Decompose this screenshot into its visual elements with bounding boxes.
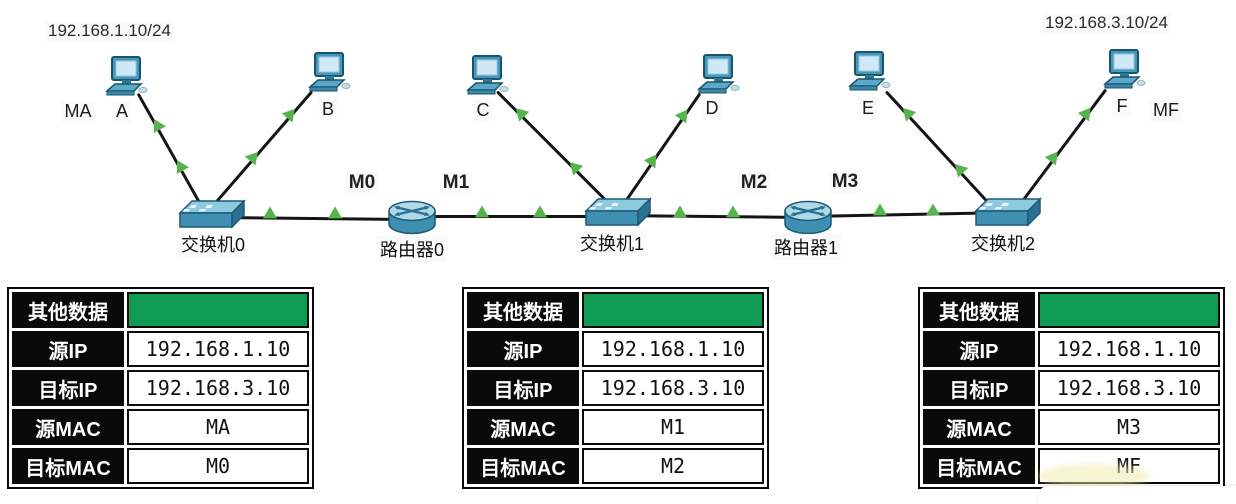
switch2-icon[interactable] bbox=[974, 196, 1042, 230]
pc-label-f: F bbox=[1113, 96, 1131, 117]
row-value: M2 bbox=[582, 448, 764, 484]
device-label-switch1: 交换机1 bbox=[576, 230, 648, 256]
pc-f-icon[interactable] bbox=[1101, 49, 1147, 91]
interface-label-m2: M2 bbox=[737, 172, 771, 194]
interface-label-m3: M3 bbox=[828, 171, 862, 193]
row-value: 192.168.1.10 bbox=[1038, 331, 1220, 367]
row-label: 目标IP bbox=[923, 370, 1035, 406]
pc-e-icon[interactable] bbox=[846, 51, 892, 93]
pc-label-d: D bbox=[702, 98, 722, 119]
network-link bbox=[136, 92, 207, 214]
row-value: 192.168.3.10 bbox=[127, 370, 309, 406]
highlight-blob bbox=[1038, 464, 1150, 488]
row-value: M3 bbox=[1038, 409, 1220, 445]
row-value: 192.168.1.10 bbox=[582, 331, 764, 367]
other-data-cell bbox=[1038, 292, 1220, 328]
link-arrow-icon bbox=[475, 205, 489, 218]
network-link bbox=[1018, 88, 1108, 206]
pc-a-icon[interactable] bbox=[103, 56, 149, 98]
mac-label-mf: MF bbox=[1150, 100, 1182, 121]
network-link bbox=[206, 90, 314, 214]
row-label: 其他数据 bbox=[12, 292, 124, 328]
link-arrow-icon bbox=[726, 205, 740, 218]
row-value: M0 bbox=[127, 448, 309, 484]
other-data-cell bbox=[582, 292, 764, 328]
row-value: 192.168.3.10 bbox=[582, 370, 764, 406]
mac-label-ma: MA bbox=[61, 101, 95, 122]
row-label: 源IP bbox=[923, 331, 1035, 367]
row-label: 源IP bbox=[12, 331, 124, 367]
row-value: 192.168.1.10 bbox=[127, 331, 309, 367]
row-label: 源IP bbox=[467, 331, 579, 367]
row-label: 源MAC bbox=[923, 409, 1035, 445]
switch1-icon[interactable] bbox=[584, 196, 652, 230]
pc-d-icon[interactable] bbox=[695, 54, 741, 96]
interface-label-m0: M0 bbox=[345, 172, 379, 194]
row-label: 源MAC bbox=[467, 409, 579, 445]
link-arrow-icon bbox=[328, 206, 342, 219]
device-label-switch0: 交换机0 bbox=[177, 231, 249, 257]
network-link bbox=[495, 90, 612, 206]
link-arrow-icon bbox=[263, 206, 277, 219]
pc-label-e: E bbox=[858, 98, 878, 119]
link-arrow-icon bbox=[673, 205, 687, 218]
other-data-cell bbox=[127, 292, 309, 328]
row-value: M1 bbox=[582, 409, 764, 445]
subnet-label-left: 192.168.1.10/24 bbox=[45, 21, 174, 41]
pc-label-b: B bbox=[318, 99, 338, 120]
link-arrow-icon bbox=[533, 205, 547, 218]
switch0-icon[interactable] bbox=[178, 198, 246, 232]
row-label: 其他数据 bbox=[467, 292, 579, 328]
pc-label-a: A bbox=[112, 101, 132, 122]
corner-overlay bbox=[1038, 486, 1236, 504]
device-label-switch2: 交换机2 bbox=[967, 230, 1039, 256]
row-label: 目标MAC bbox=[467, 448, 579, 484]
row-value: 192.168.3.10 bbox=[1038, 370, 1220, 406]
pc-label-c: C bbox=[473, 100, 493, 121]
packet-table-right: 其他数据 源IP 192.168.1.10 目标IP 192.168.3.10 … bbox=[918, 287, 1225, 489]
pc-c-icon[interactable] bbox=[464, 55, 510, 97]
row-label: 目标IP bbox=[467, 370, 579, 406]
link-arrow-icon bbox=[873, 203, 887, 216]
row-label: 目标IP bbox=[12, 370, 124, 406]
pc-b-icon[interactable] bbox=[306, 52, 352, 94]
device-label-router0: 路由器0 bbox=[376, 236, 448, 262]
packet-table-left: 其他数据 源IP 192.168.1.10 目标IP 192.168.3.10 … bbox=[7, 287, 314, 489]
network-link bbox=[430, 215, 617, 218]
row-label: 目标MAC bbox=[923, 448, 1035, 484]
packet-table-middle: 其他数据 源IP 192.168.1.10 目标IP 192.168.3.10 … bbox=[462, 287, 769, 489]
interface-label-m1: M1 bbox=[439, 172, 473, 194]
link-arrow-icon bbox=[926, 203, 940, 216]
row-label: 其他数据 bbox=[923, 292, 1035, 328]
router1-icon[interactable] bbox=[782, 199, 834, 237]
row-value: MA bbox=[127, 409, 309, 445]
subnet-label-right: 192.168.3.10/24 bbox=[1042, 13, 1171, 33]
device-label-router1: 路由器1 bbox=[770, 234, 842, 260]
row-label: 目标MAC bbox=[12, 448, 124, 484]
row-label: 源MAC bbox=[12, 409, 124, 445]
router0-icon[interactable] bbox=[386, 199, 438, 237]
network-link bbox=[884, 90, 992, 206]
